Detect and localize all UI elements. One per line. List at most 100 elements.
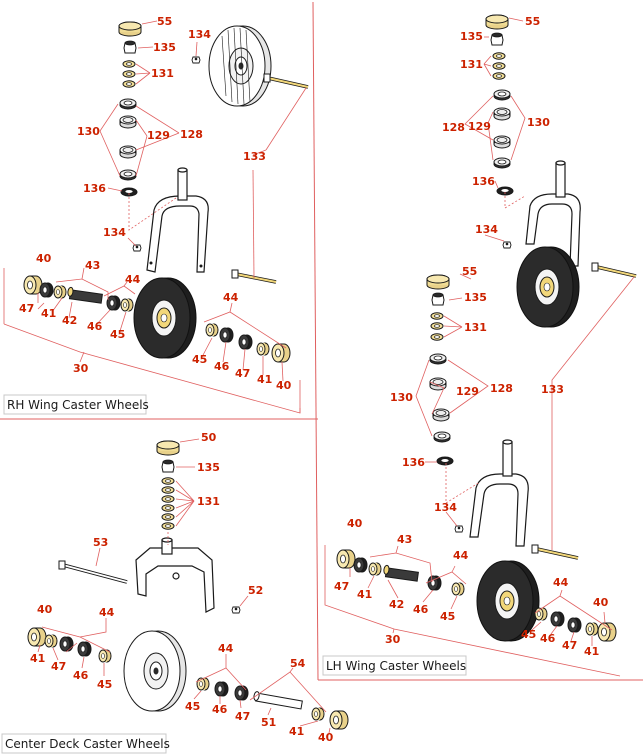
nut-52 [231,606,241,614]
washer-131-upper-a [492,52,506,60]
callout-47-left: 47 [19,302,34,315]
bearing-cup-129 [119,115,137,129]
bearing-47-right [238,334,253,350]
callout-44-right: 44 [223,291,239,304]
spacer-40-right [271,343,291,363]
center-section-label: Center Deck Caster Wheels [1,733,170,754]
center-leader-lines [37,438,331,734]
callout-40-lh-left: 40 [347,517,363,530]
callout-129: 129 [147,129,170,142]
axle-tube-42-lh [383,564,419,582]
thrust-washer-131 [122,60,136,68]
bearing-47-left [39,282,54,298]
callout-135-upper: 135 [460,30,483,43]
seal-45-center-right [196,677,210,691]
callout-44-center-right: 44 [218,642,234,655]
washer-131-center-e [161,513,175,521]
lh-callouts: 55 135 131 128 129 130 136 134 55 135 13… [334,15,609,658]
callout-40-center-right: 40 [318,731,334,744]
callout-130: 130 [77,125,100,138]
callout-55-lower: 55 [462,265,477,278]
section-dividers [0,1,643,681]
bearing-47-lh-right [567,617,582,633]
callout-128-upper: 128 [442,121,465,134]
bearing-47-center-right [234,685,249,701]
spacer-41-center-right [311,707,325,721]
center-deck-assembly: 50 135 131 53 52 40 44 41 47 46 45 44 54… [1,431,349,754]
nut-134-lower [454,525,464,533]
callout-41-left: 41 [41,307,56,320]
callout-128-lower: 128 [490,382,513,395]
spacer-40-center-right [329,710,349,730]
bearing-47-center-left [59,636,74,652]
callout-43-lh: 43 [397,533,412,546]
seal-136-lower [436,456,454,466]
callout-52: 52 [248,584,263,597]
rh-leader-lines [3,20,307,414]
callout-46-center-right: 46 [212,703,228,716]
callout-40-center-left: 40 [37,603,53,616]
axle-bolt-53 [58,560,128,584]
axle-bolt-lower [531,544,579,560]
caster-fork-lower [469,439,529,547]
lh-wing-assembly: 55 135 131 128 129 130 136 134 55 135 13… [322,14,637,677]
callout-131-lower: 131 [464,321,487,334]
callout-54: 54 [290,657,306,670]
axle-bolt-133-lower [231,269,277,284]
callout-136: 136 [83,182,106,195]
center-callouts: 50 135 131 53 52 40 44 41 47 46 45 44 54… [30,431,334,744]
bearing-cone-130-upper [493,89,511,101]
callout-45-lh-right: 45 [521,628,536,641]
bearing-cone-130 [119,98,137,110]
lh-leader-lines [324,17,635,677]
washer-131-lower-c [430,333,444,341]
bearing-46-lh-right [550,611,565,627]
callout-40-left: 40 [36,252,52,265]
callout-46-center-left: 46 [73,669,89,682]
dust-cap-55-upper [485,14,509,30]
bearing-46-right [219,327,234,343]
callout-128: 128 [180,128,203,141]
washer-131-center-a [161,477,175,485]
callout-55-upper: 55 [525,15,540,28]
spacer-40-lh-right [597,622,617,642]
bearing-46-lh-left [427,575,442,591]
spacer-41-lh-right [585,622,599,636]
callout-131-center: 131 [197,495,220,508]
washer-131-center-c [161,495,175,503]
callout-131: 131 [151,67,174,80]
section-title-rh: RH Wing Caster Wheels [7,398,149,412]
callout-51: 51 [261,716,276,729]
center-caster-fork [135,537,215,613]
callout-47-lh-left: 47 [334,580,349,593]
callout-41-center-left: 41 [30,652,45,665]
bearing-cone-130b [119,169,137,181]
callout-42: 42 [62,314,77,327]
bearing-cup-129-upper [493,107,511,121]
callout-136-lower: 136 [402,456,425,469]
bearing-46-center-right [214,681,229,697]
callout-135-center: 135 [197,461,220,474]
bearing-46-left [106,295,121,311]
callout-45-center-left: 45 [97,678,112,691]
callout-44-center-left: 44 [99,606,115,619]
callout-45-right: 45 [192,353,207,366]
callout-129-lower: 129 [456,385,479,398]
spacer-40-left [23,275,43,295]
nut-134-top [191,56,201,64]
callout-55: 55 [157,15,172,28]
lock-nut-135 [123,40,137,54]
bearing-47-lh-left [353,557,368,573]
caster-fork-upper [525,160,581,267]
nut-134-upper [502,241,512,249]
callout-47-lh-right: 47 [562,639,577,652]
spacer-41-left [53,285,67,299]
caster-fork [146,167,209,273]
seal-45-lh-right [534,607,548,621]
callout-53: 53 [93,536,108,549]
seal-45-lh-left [451,582,465,596]
callout-135: 135 [153,41,176,54]
callout-40-lh-right: 40 [593,596,609,609]
dust-cap-55 [118,21,142,37]
